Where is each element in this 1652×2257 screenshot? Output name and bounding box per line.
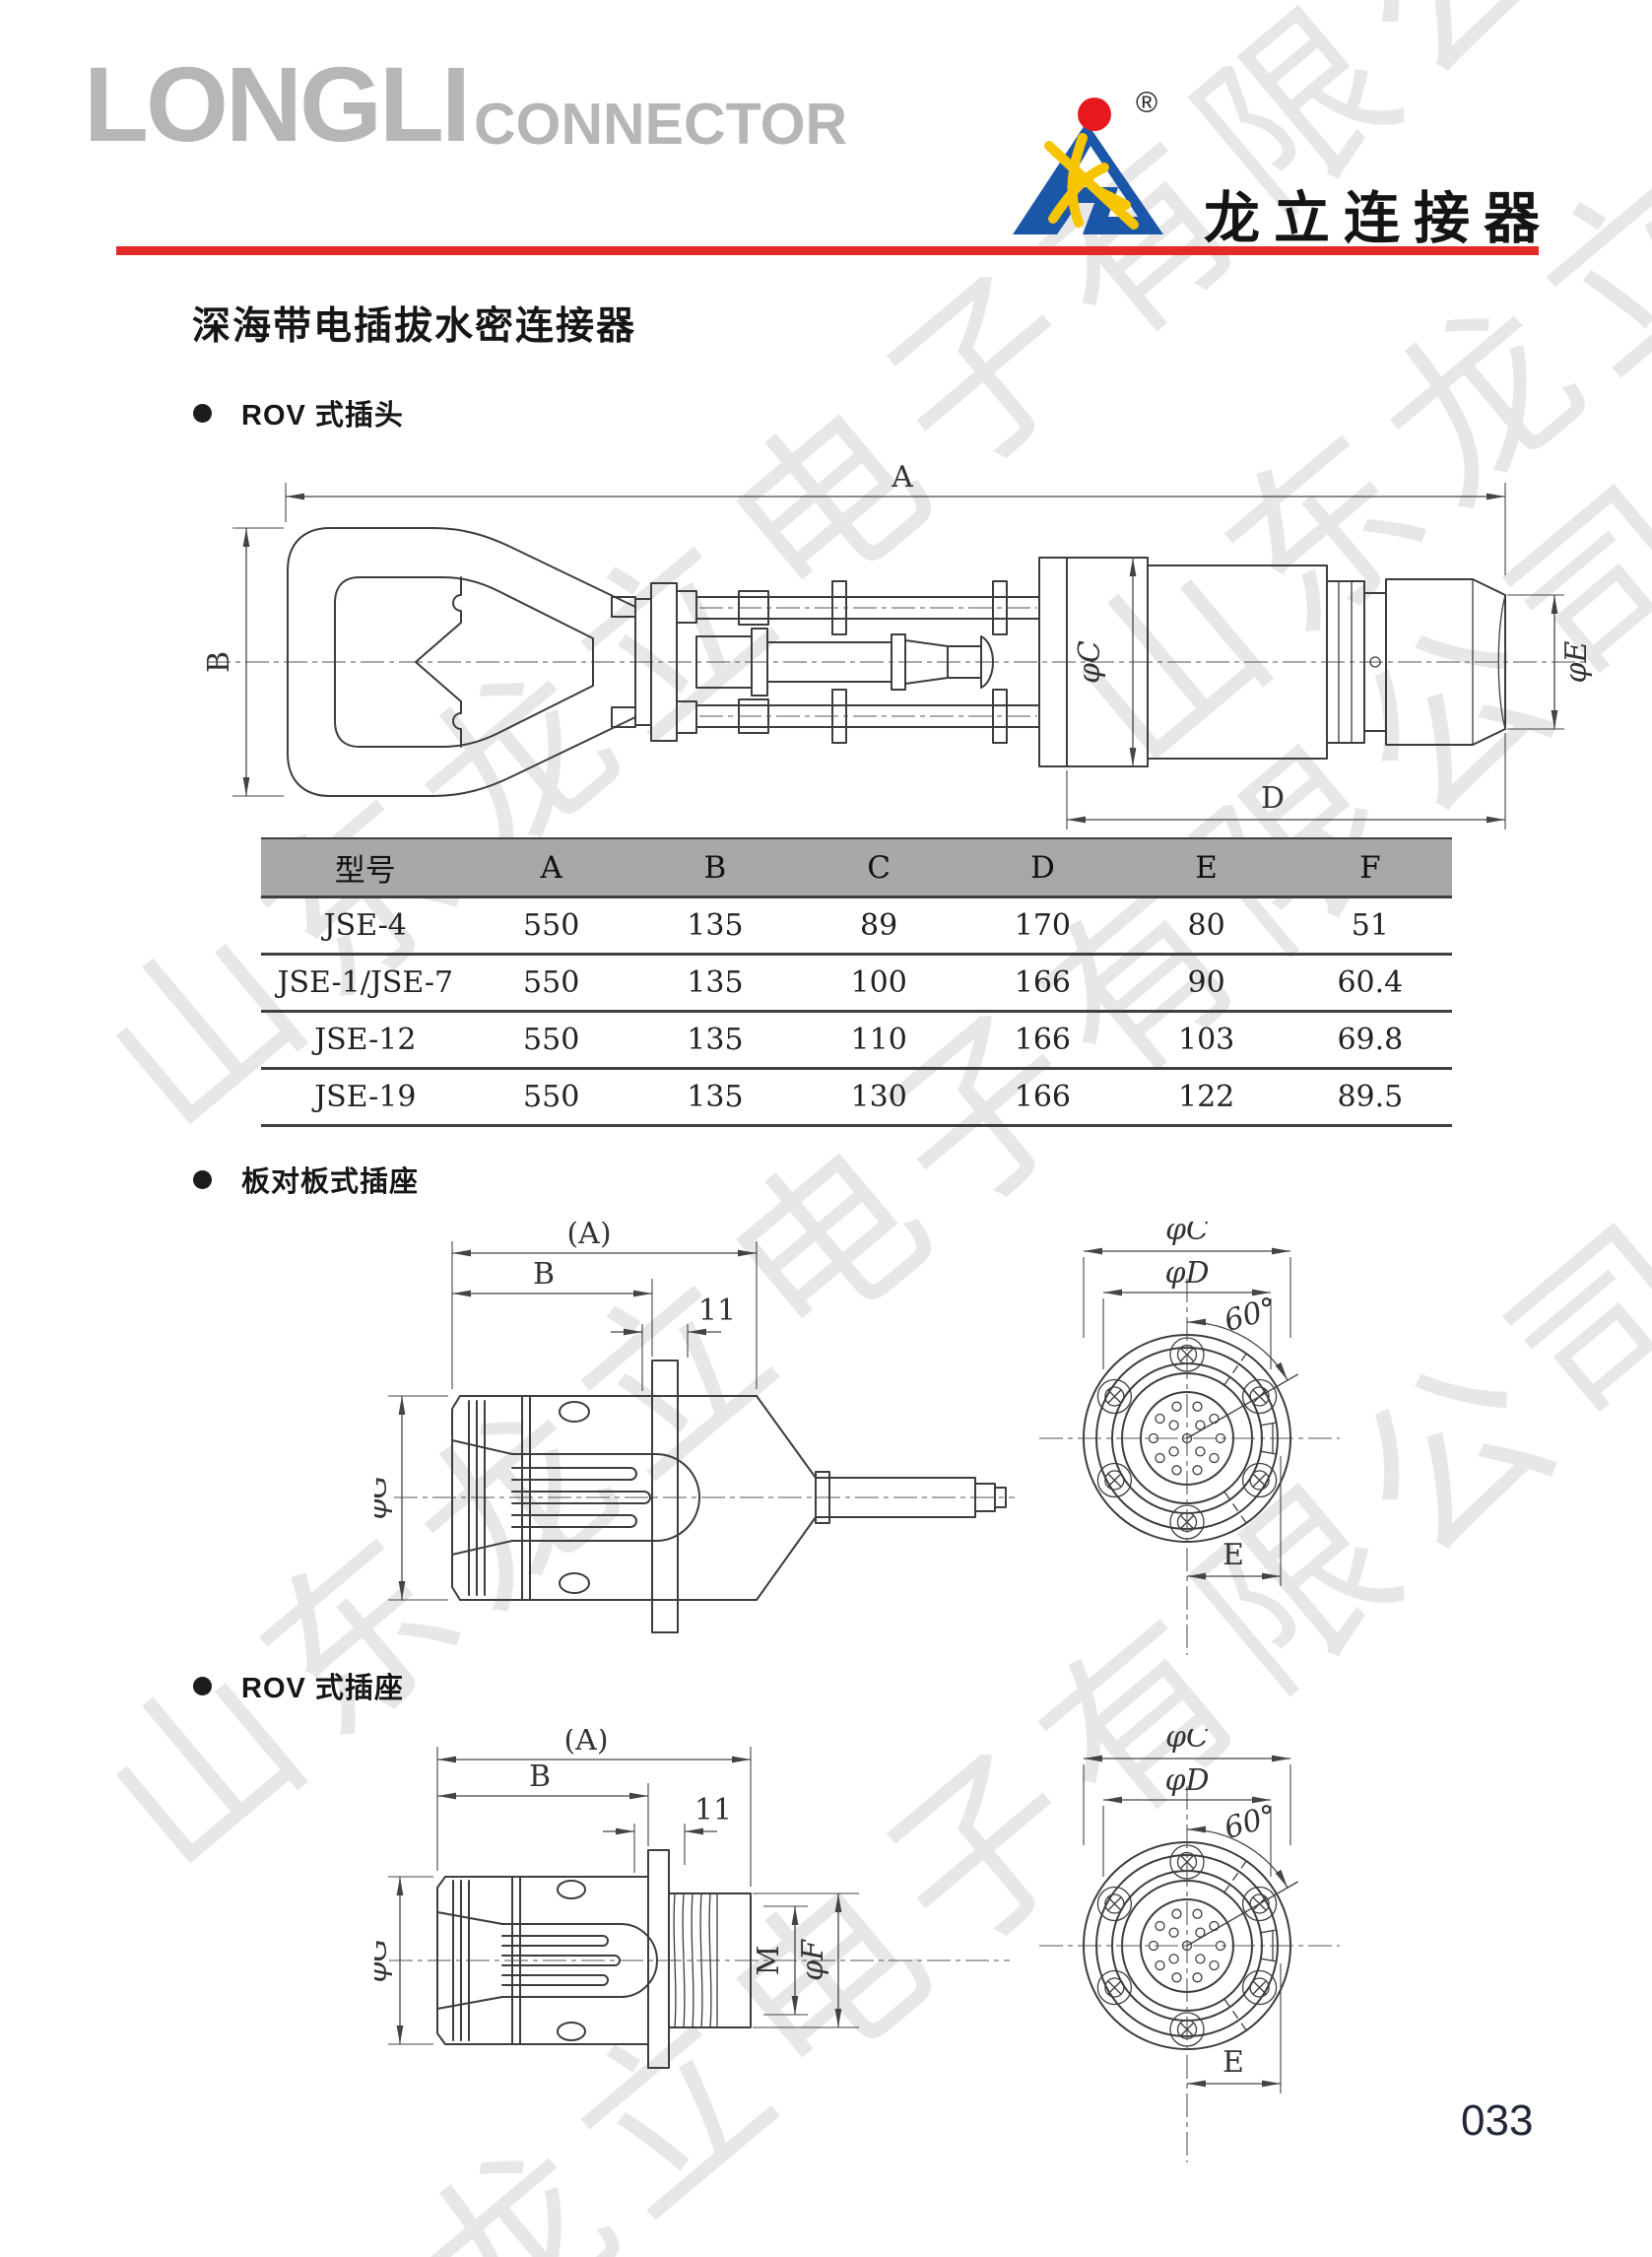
rov-socket-front-view-drawing: φC φD 60° E (1039, 1729, 1340, 2162)
front-view-geometry (1039, 1279, 1340, 1655)
value-cell: 89.5 (1288, 1068, 1452, 1127)
section-rov-plug: ROV 式插头 (193, 392, 404, 433)
dim-label-e: E (1222, 1538, 1244, 1572)
brand-sub-text: CONNECTOR (473, 92, 848, 158)
dim-label-d: D (1261, 781, 1285, 816)
value-cell: 103 (1124, 1011, 1289, 1070)
model-cell: JSE-4 (261, 896, 470, 956)
column-header: 型号 (261, 837, 470, 898)
column-header: E (1124, 837, 1289, 898)
dim-label-phic: φC (1165, 1222, 1209, 1247)
brand-main-text: LONGLI (84, 44, 471, 164)
bullet-icon (193, 1169, 212, 1189)
value-cell: 550 (469, 1068, 633, 1127)
dim-label-angle: 60° (1221, 1292, 1281, 1339)
dim-label-a: (A) (563, 1729, 608, 1758)
value-cell: 135 (632, 1068, 798, 1127)
value-cell: 122 (1124, 1068, 1289, 1127)
front-view-geometry (1039, 1786, 1340, 2162)
registered-mark: ® (1136, 87, 1157, 119)
dim-label-b: B (529, 1759, 551, 1794)
dim-label-angle: 60° (1221, 1799, 1281, 1846)
company-logo-icon: ® (1013, 87, 1163, 234)
section-label: ROV 式插座 (241, 1673, 404, 1704)
bullet-icon (193, 403, 212, 423)
dim-label-b: B (533, 1257, 555, 1292)
value-cell: 90 (1124, 954, 1289, 1013)
value-cell: 550 (469, 1011, 633, 1070)
dim-label-phig: φG (374, 1476, 394, 1520)
dim-label-e: E (1222, 2045, 1244, 2080)
section-board-socket: 板对板式插座 (193, 1159, 419, 1200)
dim-label-phid: φD (1164, 1763, 1209, 1798)
dim-label-flange: 11 (698, 1294, 736, 1328)
value-cell: 89 (797, 896, 961, 956)
dim-label-phie: φE (1559, 640, 1594, 683)
column-header: C (797, 837, 961, 898)
bullet-icon (193, 1676, 212, 1695)
brand-logotype: LONGLI CONNECTOR (84, 44, 848, 164)
value-cell: 80 (1124, 896, 1289, 956)
section-rov-socket: ROV 式插座 (193, 1665, 404, 1706)
value-cell: 550 (469, 954, 633, 1013)
value-cell: 135 (632, 896, 798, 956)
model-cell: JSE-12 (261, 1011, 470, 1070)
section-label: ROV 式插头 (241, 400, 404, 431)
model-cell: JSE-19 (261, 1068, 470, 1127)
column-header: A (469, 837, 633, 898)
section-label: 板对板式插座 (241, 1166, 420, 1198)
value-cell: 100 (797, 954, 961, 1013)
header-divider (116, 246, 1539, 255)
value-cell: 60.4 (1288, 954, 1452, 1013)
value-cell: 170 (960, 896, 1125, 956)
rov-plug-drawing: A B φC φE D (202, 460, 1594, 830)
value-cell: 166 (960, 1068, 1125, 1127)
column-header: D (960, 837, 1125, 898)
dim-label-phid: φD (1164, 1256, 1209, 1291)
column-header: B (632, 837, 798, 898)
board-socket-side-drawing: (A) B 11 φG (374, 1222, 1015, 1633)
dim-label-phig: φG (374, 1939, 394, 1983)
dim-label-m: M (752, 1946, 786, 1976)
model-cell: JSE-1/JSE-7 (261, 954, 470, 1013)
rov-socket-side-drawing: (A) B 11 φG M φF (374, 1729, 1010, 2069)
dim-label-phic: φC (1165, 1729, 1209, 1755)
value-cell: 166 (960, 954, 1125, 1013)
page-number: 033 (1461, 2096, 1534, 2145)
dim-label-a: (A) (566, 1222, 611, 1251)
dim-label-flange: 11 (694, 1793, 732, 1827)
value-cell: 135 (632, 954, 798, 1013)
value-cell: 69.8 (1288, 1011, 1452, 1070)
dim-label-phic: φC (1073, 640, 1107, 684)
dim-label-a: A (891, 460, 913, 495)
column-header: F (1288, 837, 1452, 898)
value-cell: 166 (960, 1011, 1125, 1070)
page-title: 深海带电插拔水密连接器 (192, 305, 637, 348)
value-cell: 135 (632, 1011, 798, 1070)
value-cell: 130 (797, 1068, 961, 1127)
dim-label-b: B (202, 651, 236, 673)
value-cell: 51 (1288, 896, 1452, 956)
dim-label-phif: φF (796, 1939, 830, 1981)
value-cell: 550 (469, 896, 633, 956)
socket-front-view-drawing: φC φD 60° E (1039, 1222, 1340, 1655)
brand-chinese-name: 龙立连接器 (1204, 187, 1553, 250)
value-cell: 110 (797, 1011, 961, 1070)
